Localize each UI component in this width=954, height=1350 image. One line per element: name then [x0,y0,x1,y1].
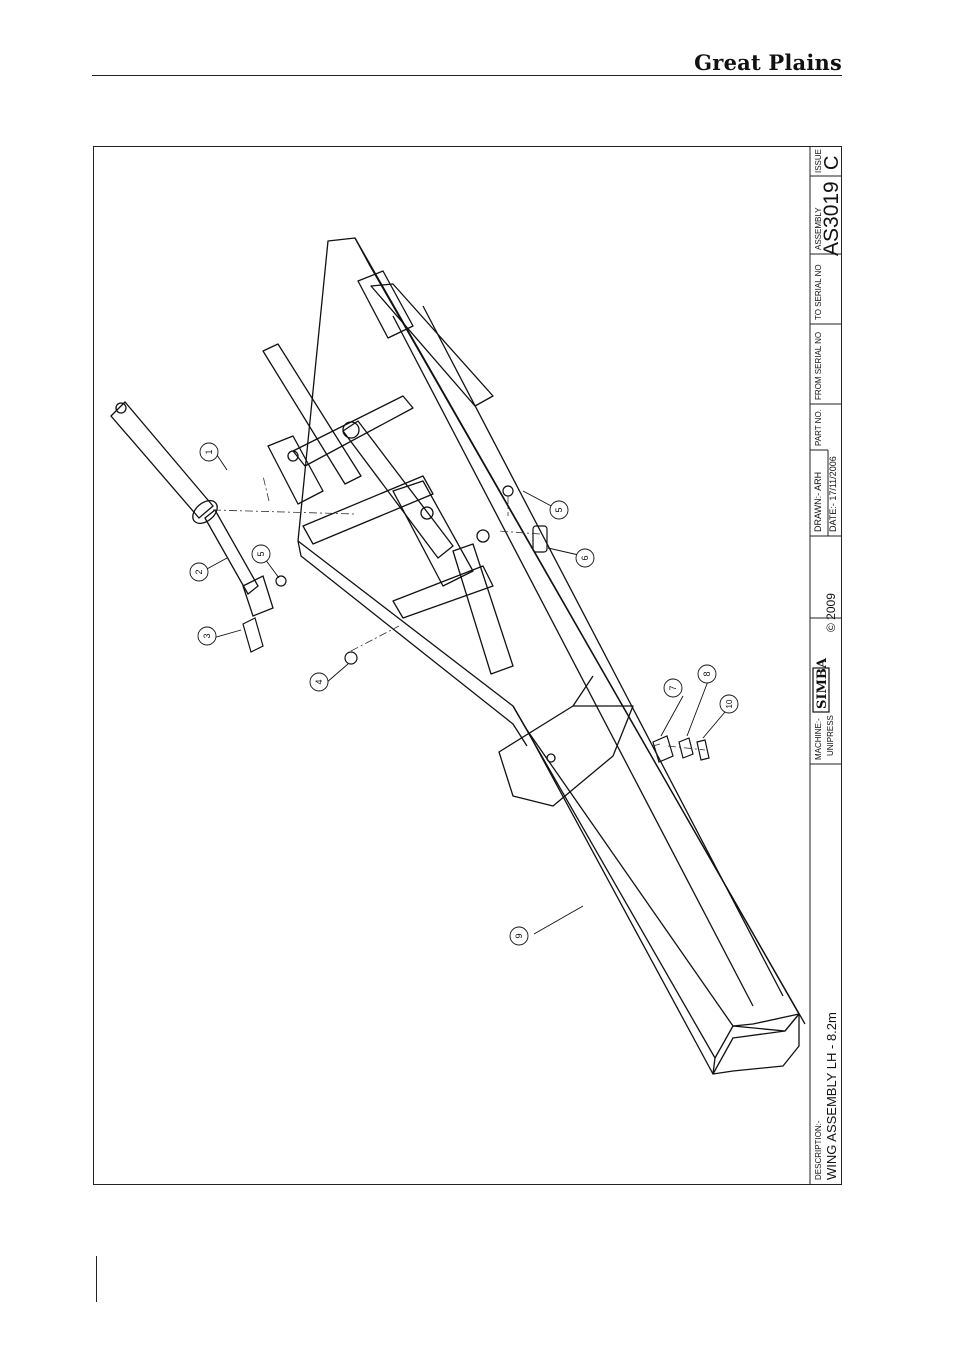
callout-number: 6 [580,555,590,560]
callout-number: 10 [725,699,734,708]
callout-balloon: 1 [200,443,218,461]
copyright-text: © 2009 [824,593,838,632]
callout-balloon: 8 [698,665,716,683]
callout-balloons: 1 2 3 4 5 5 6 7 [190,443,738,945]
brand-logo-text: Great Plains [694,50,842,75]
callout-number: 7 [668,685,678,690]
callout-number: 9 [514,933,524,938]
callout-balloon: 3 [198,627,216,645]
title-block-text: DESCRIPTION:- WING ASSEMBLY LH - 8.2m MA… [813,149,842,1180]
callout-number: 5 [554,507,564,512]
callout-balloon: 5 [550,501,568,519]
callout-balloon: 4 [310,673,328,691]
to-serial-label: TO SERIAL NO [814,264,823,320]
machine-value: UNIPRESS [826,715,835,756]
callout-balloon: 9 [510,927,528,945]
callout-number: 8 [702,671,712,676]
exploded-assembly-drawing: DESCRIPTION:- WING ASSEMBLY LH - 8.2m MA… [93,146,842,1185]
callouts [205,455,730,934]
callout-number: 2 [194,569,204,574]
nut-4 [345,652,357,664]
machine-label: MACHINE:- [814,718,823,760]
washer-5a [276,576,286,586]
simba-logo-text: SIMBA [815,657,830,709]
drawing-date: DATE:- 17/11/2006 [828,456,838,532]
header-rule [92,75,842,76]
issue-letter: C [821,156,842,170]
callout-number: 4 [314,679,324,684]
assembly-number: AS3019 [820,181,842,256]
part-no-label: PART NO. [814,409,823,446]
from-serial-label: FROM SERIAL NO [814,332,823,400]
callout-balloon: 6 [576,549,594,567]
loose-cylinder [111,402,273,616]
callout-number: 1 [204,449,214,454]
washer-5b [503,486,513,496]
bolt-3 [243,618,263,652]
drawn-by: DRAWN:- ARH [813,472,823,532]
simba-logo: SIMBA [813,657,830,712]
callout-balloon: 2 [190,563,208,581]
wing-frame [263,238,805,1074]
callout-balloon: 5 [252,545,270,563]
callout-balloon: 7 [664,679,682,697]
block-7 [653,736,673,762]
margin-rule [96,1256,97,1302]
callout-number: 3 [202,633,212,638]
description-label: DESCRIPTION:- [814,1120,823,1180]
callout-number: 5 [256,551,266,556]
description-value: WING ASSEMBLY LH - 8.2m [824,1012,839,1180]
callout-balloon: 10 [720,695,738,713]
